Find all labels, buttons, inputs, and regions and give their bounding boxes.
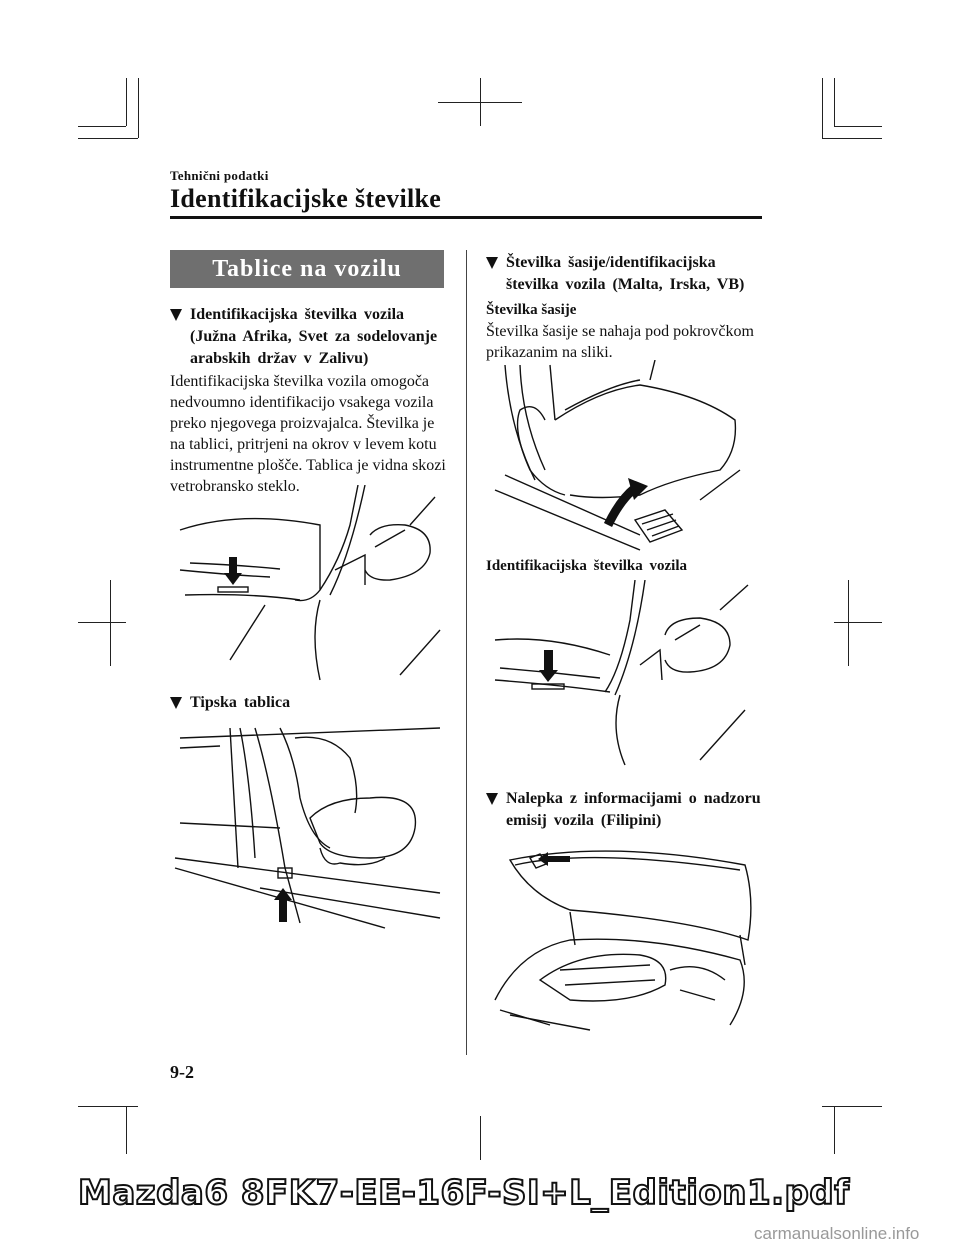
- emission-label-illustration: [494, 850, 752, 1031]
- heading-vin: Identifikacijska številka vozila (Južna …: [170, 304, 437, 370]
- vin-dashboard-illustration-2: [494, 580, 749, 766]
- crop-mark: [848, 580, 849, 666]
- text-line: na tablici, pritrjeni na okrov v levem k…: [170, 436, 437, 453]
- crop-mark: [126, 78, 127, 126]
- heading-line: Številka šasije/identifikacijska: [506, 254, 716, 271]
- triangle-bullet-icon: [170, 697, 182, 709]
- heading-line: Tipska tablica: [190, 694, 291, 711]
- crop-mark: [138, 78, 139, 138]
- crop-mark: [126, 1106, 127, 1154]
- crop-mark: [834, 126, 882, 127]
- crop-mark: [78, 622, 126, 623]
- vin-dashboard-illustration: [179, 485, 441, 681]
- crop-mark: [438, 102, 522, 103]
- triangle-bullet-icon: [486, 793, 498, 805]
- title-rule: [170, 216, 762, 219]
- heading-line: številka vozila (Malta, Irska, VB): [506, 276, 745, 293]
- triangle-bullet-icon: [486, 257, 498, 269]
- footer-filename: Mazda6 8FK7-EE-16F-SI+L_Edition1.pdf: [77, 1172, 850, 1214]
- crop-mark: [822, 138, 882, 139]
- crop-mark: [834, 622, 882, 623]
- triangle-bullet-icon: [170, 309, 182, 321]
- crop-mark: [110, 580, 111, 666]
- text-line: Številka šasije se nahaja pod pokrovčkom: [486, 323, 754, 340]
- column-divider: [466, 250, 467, 1055]
- figure-label-vin: Identifikacijska številka vozila: [486, 558, 688, 574]
- heading-line: emisij vozila (Filipini): [506, 812, 662, 829]
- page-title: Identifikacijske številke: [170, 184, 442, 213]
- crop-mark: [78, 1106, 138, 1107]
- text-line: prikazanim na sliki.: [486, 344, 613, 361]
- heading-chassis: Številka šasije/identifikacijska številk…: [486, 252, 744, 296]
- section-label: Tehnični podatki: [170, 168, 269, 183]
- text-line: vetrobransko steklo.: [170, 478, 300, 495]
- heading-emission-label: Nalepka z informacijami o nadzoru emisij…: [486, 788, 761, 832]
- text-line: Identifikacijska številka vozila omogoča: [170, 373, 430, 390]
- heading-line: Nalepka z informacijami o nadzoru: [506, 790, 761, 807]
- type-plate-illustration: [174, 727, 441, 929]
- heading-line: Identifikacijska številka vozila: [190, 306, 405, 323]
- crop-mark: [834, 78, 835, 126]
- crop-mark: [834, 1106, 835, 1154]
- crop-mark: [822, 1106, 882, 1107]
- chassis-subheading: Številka šasije: [486, 302, 577, 318]
- crop-mark: [78, 138, 138, 139]
- heading-line: (Južna Afrika, Svet za sodelovanje: [190, 328, 438, 345]
- crop-mark: [480, 1116, 481, 1160]
- text-line: instrumentne plošče. Tablica je vidna sk…: [170, 457, 446, 474]
- section-banner: Tablice na vozilu: [170, 250, 444, 288]
- heading-type-plate: Tipska tablica: [170, 692, 290, 714]
- watermark: carmanualsonline.info: [754, 1224, 920, 1243]
- chassis-paragraph: Številka šasije se nahaja pod pokrovčkom…: [486, 321, 776, 363]
- vin-paragraph: Identifikacijska številka vozila omogoča…: [170, 371, 460, 497]
- text-line: preko njegovega proizvajalca. Številka j…: [170, 415, 435, 432]
- crop-mark: [822, 78, 823, 138]
- chassis-number-illustration: [494, 360, 741, 551]
- heading-line: arabskih držav v Zalivu): [190, 350, 369, 367]
- page-number: 9-2: [170, 1062, 194, 1082]
- text-line: nedvoumno identifikacijo vsakega vozila: [170, 394, 434, 411]
- crop-mark: [78, 126, 126, 127]
